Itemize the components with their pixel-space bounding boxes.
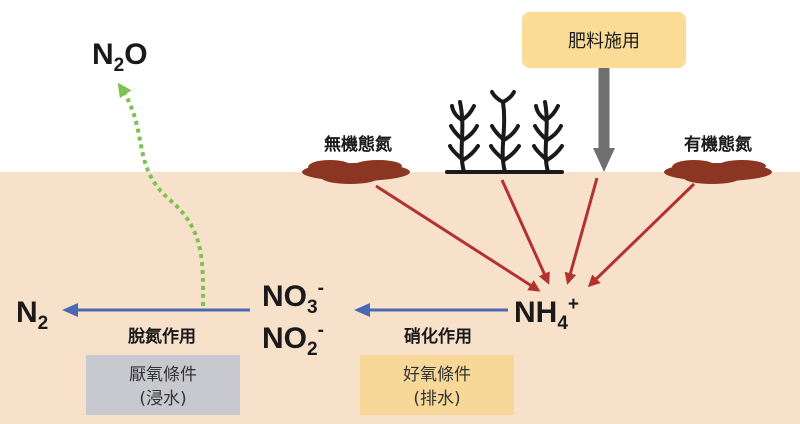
no3-label: NO3- [262, 278, 324, 318]
aerobic-condition-line1: 好氧條件 [403, 365, 471, 385]
no2-label: NO2- [262, 320, 324, 360]
anaerobic-condition-line2: (浸水) [139, 389, 186, 409]
fertilizer-label: 肥料施用 [568, 31, 640, 52]
arrow-plant-to-nh4 [500, 179, 550, 285]
fertilizer-box [522, 12, 686, 68]
aerobic-condition-line2: (排水) [413, 389, 460, 409]
anaerobic-condition-line1: 厭氧條件 [129, 365, 197, 385]
inorganic-nitrogen-label: 無機態氮 [324, 134, 392, 155]
nh4-label: NH4+ [514, 294, 579, 334]
arrow-to-n2o [117, 82, 206, 307]
arrow-organic-to-nh4 [587, 182, 696, 288]
arrow-fertilizer-to-nh4 [564, 177, 599, 285]
organic-nitrogen-residue [664, 160, 772, 184]
aerobic-condition-box [360, 355, 514, 415]
n2o-label: N2O [92, 38, 148, 76]
anaerobic-condition-box [86, 355, 240, 415]
n2-label: N2 [16, 296, 48, 334]
nitrification-label: 硝化作用 [404, 326, 472, 347]
inorganic-nitrogen-residue [302, 160, 410, 184]
arrow-inorganic-to-nh4 [375, 184, 541, 292]
organic-nitrogen-label: 有機態氮 [684, 134, 752, 155]
denitrification-label: 脫氮作用 [128, 326, 196, 347]
plants-icon [445, 90, 564, 174]
